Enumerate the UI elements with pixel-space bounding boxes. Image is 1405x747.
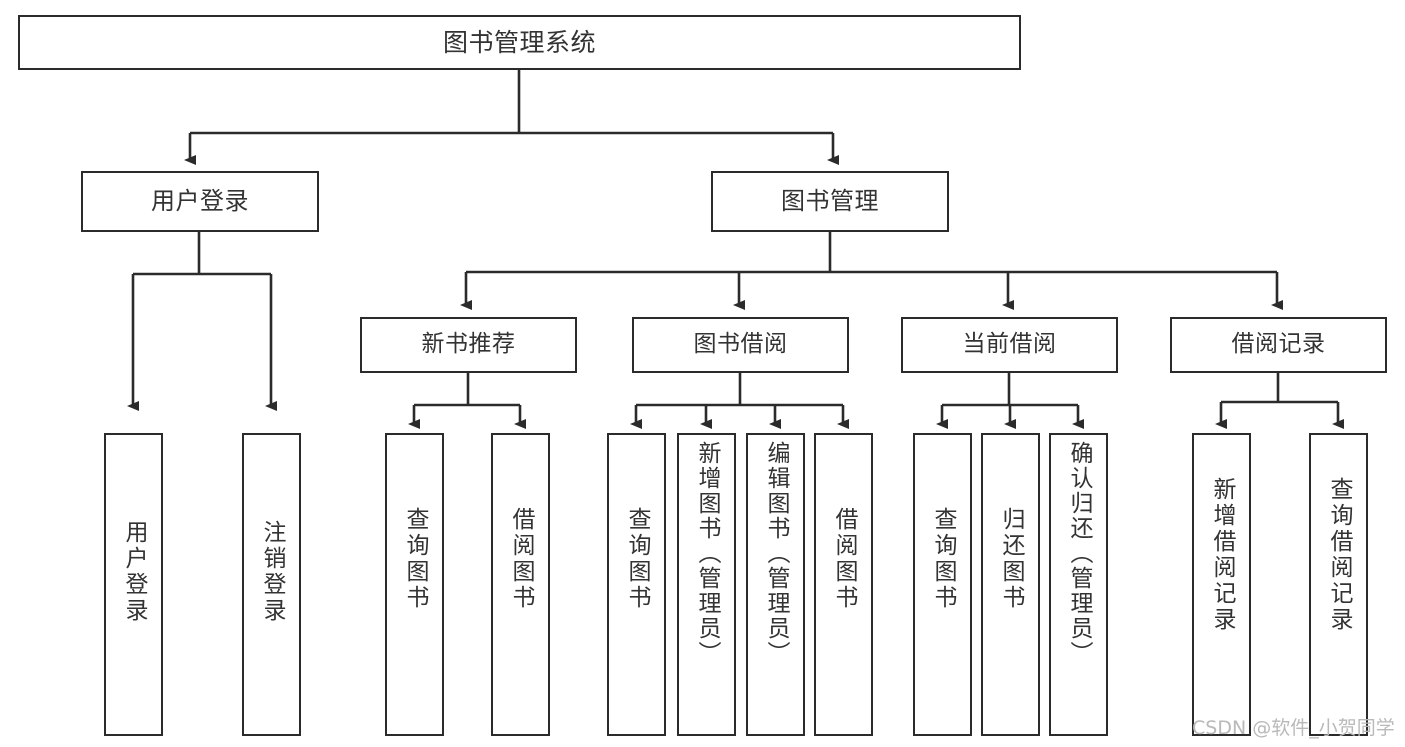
node-leaf-confirm-return[interactable]: 确认归还（管理员） [1049, 433, 1108, 736]
node-borrow-record-label: 借阅记录 [1231, 331, 1326, 358]
node-root-label: 图书管理系统 [442, 27, 596, 57]
node-leaf-borrow-book-2[interactable]: 借阅图书 [814, 433, 873, 736]
node-leaf-borrow-book-1[interactable]: 借阅图书 [491, 433, 550, 736]
node-book-manage-label: 图书管理 [781, 187, 879, 216]
node-leaf-logout[interactable]: 注销登录 [242, 433, 301, 736]
node-leaf-borrow-book-1-label: 借阅图书 [508, 507, 534, 611]
node-user-login-label: 用户登录 [151, 187, 249, 216]
node-leaf-query-book-3[interactable]: 查询图书 [913, 433, 972, 736]
node-leaf-query-record[interactable]: 查询借阅记录 [1309, 433, 1368, 736]
node-leaf-confirm-return-label: 确认归还（管理员） [1066, 441, 1092, 666]
node-leaf-query-record-label: 查询借阅记录 [1326, 477, 1352, 633]
node-leaf-edit-book-label: 编辑图书（管理员） [763, 441, 789, 666]
node-new-book-recommend-label: 新书推荐 [421, 331, 516, 358]
node-leaf-query-book-2-label: 查询图书 [624, 507, 650, 611]
node-leaf-edit-book[interactable]: 编辑图书（管理员） [746, 433, 805, 736]
node-leaf-user-login[interactable]: 用户登录 [104, 433, 163, 736]
node-leaf-return-book[interactable]: 归还图书 [981, 433, 1040, 736]
node-leaf-add-record-label: 新增借阅记录 [1209, 477, 1235, 633]
node-new-book-recommend[interactable]: 新书推荐 [360, 317, 577, 373]
node-leaf-add-book-label: 新增图书（管理员） [694, 441, 720, 666]
node-borrow-record[interactable]: 借阅记录 [1170, 317, 1387, 373]
node-book-borrow[interactable]: 图书借阅 [632, 317, 849, 373]
node-leaf-query-book-1[interactable]: 查询图书 [385, 433, 444, 736]
node-current-borrow-label: 当前借阅 [962, 331, 1057, 358]
node-leaf-query-book-1-label: 查询图书 [402, 507, 428, 611]
node-leaf-user-login-label: 用户登录 [121, 520, 147, 624]
node-user-login[interactable]: 用户登录 [81, 171, 319, 232]
node-leaf-add-book[interactable]: 新增图书（管理员） [677, 433, 736, 736]
node-book-manage[interactable]: 图书管理 [711, 171, 949, 232]
node-leaf-borrow-book-2-label: 借阅图书 [831, 507, 857, 611]
node-leaf-return-book-label: 归还图书 [998, 507, 1024, 611]
node-book-borrow-label: 图书借阅 [693, 331, 788, 358]
node-root[interactable]: 图书管理系统 [18, 15, 1021, 70]
node-leaf-query-book-3-label: 查询图书 [930, 507, 956, 611]
node-leaf-query-book-2[interactable]: 查询图书 [607, 433, 666, 736]
node-current-borrow[interactable]: 当前借阅 [901, 317, 1118, 373]
node-leaf-add-record[interactable]: 新增借阅记录 [1192, 433, 1251, 736]
node-leaf-logout-label: 注销登录 [259, 520, 285, 624]
